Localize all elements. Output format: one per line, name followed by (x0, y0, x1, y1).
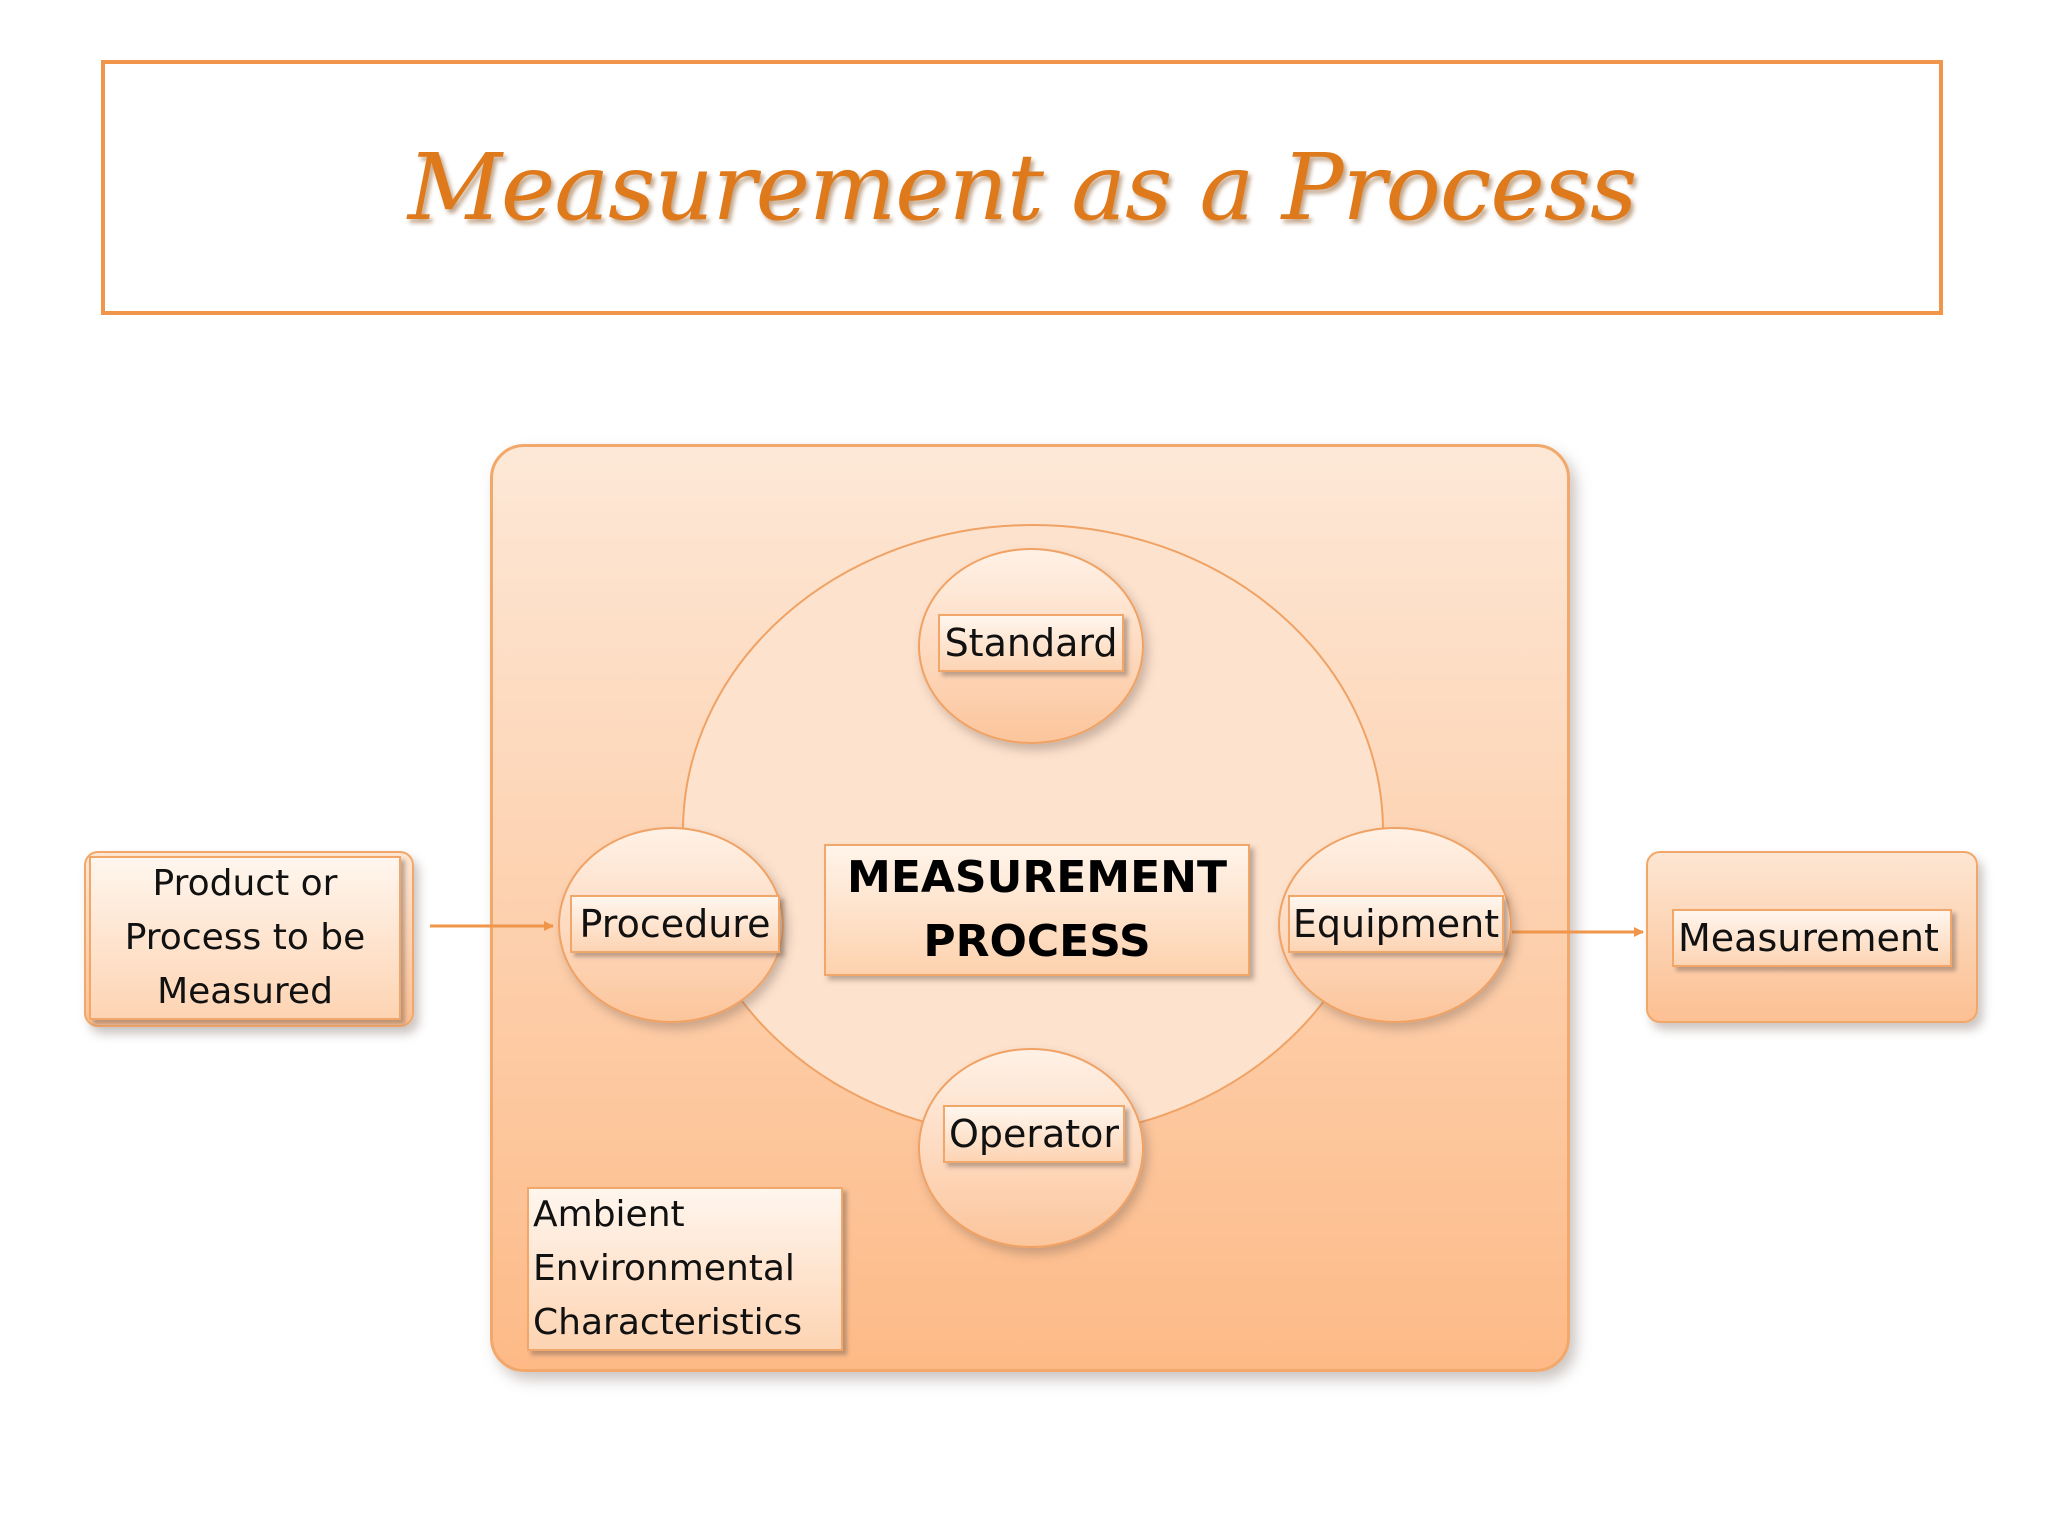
equipment-label: Equipment (1288, 895, 1504, 953)
environment-label: Ambient Environmental Characteristics (527, 1187, 843, 1351)
output-label: Measurement (1672, 909, 1952, 967)
input-label: Product or Process to be Measured (89, 856, 401, 1020)
procedure-label: Procedure (570, 895, 780, 953)
measurement-process-label: MEASUREMENT PROCESS (824, 844, 1250, 976)
page-title: Measurement as a Process (407, 134, 1638, 241)
operator-label: Operator (943, 1105, 1125, 1163)
title-box: Measurement as a Process (101, 60, 1943, 315)
standard-label: Standard (938, 614, 1124, 672)
